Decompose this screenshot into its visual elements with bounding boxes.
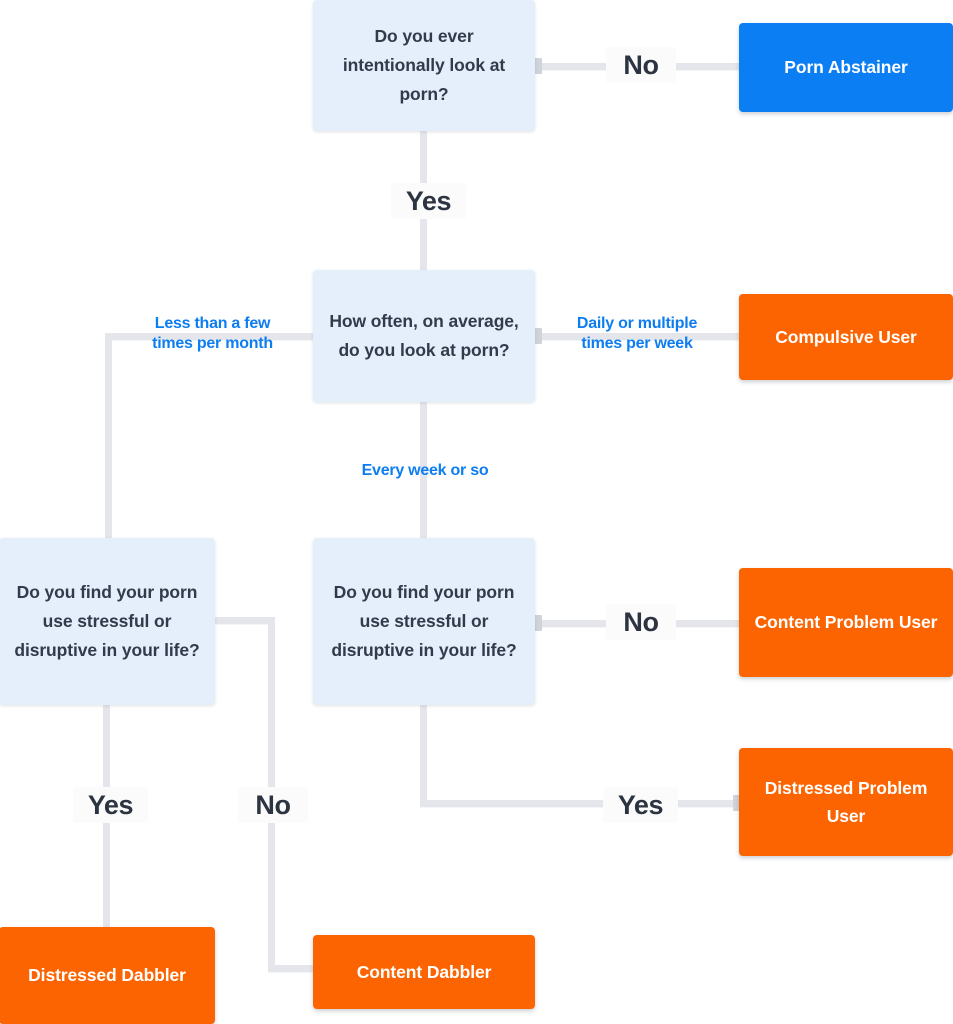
connector-frequency-low-vertical bbox=[105, 333, 112, 538]
node-text: Distressed Dabbler bbox=[28, 965, 186, 986]
connector-nub-content-problem bbox=[533, 615, 542, 631]
connector-left-no-seg2 bbox=[268, 617, 275, 968]
node-outcome-content-problem-user[interactable]: Content Problem User bbox=[739, 568, 953, 677]
connector-left-no-seg3 bbox=[268, 965, 322, 972]
node-outcome-compulsive-user[interactable]: Compulsive User bbox=[739, 294, 953, 380]
node-text: Do you ever intentionally look at porn? bbox=[342, 26, 506, 104]
connector-frequency-mid bbox=[420, 402, 427, 538]
edge-label-line-1: Daily or multiple bbox=[576, 314, 698, 332]
node-question-look-at-porn[interactable]: Do you ever intentionally look at porn? bbox=[313, 0, 535, 131]
connector-frequency-low-horizontal bbox=[105, 333, 315, 340]
connector-nub-distressed-problem bbox=[733, 795, 742, 811]
connector-nub-abstainer bbox=[533, 58, 542, 74]
node-text: Do you find your porn use stressful or d… bbox=[14, 582, 200, 660]
node-question-how-often[interactable]: How often, on average, do you look at po… bbox=[313, 270, 535, 402]
node-text: Distressed Problem User bbox=[764, 777, 928, 826]
connector-left-no-seg1 bbox=[215, 617, 275, 624]
node-text: Content Problem User bbox=[754, 612, 938, 633]
node-outcome-distressed-dabbler[interactable]: Distressed Dabbler bbox=[0, 927, 215, 1024]
node-outcome-distressed-problem-user[interactable]: Distressed Problem User bbox=[739, 748, 953, 856]
node-text: Porn Abstainer bbox=[784, 57, 908, 78]
connector-left-yes bbox=[103, 705, 110, 927]
connector-mid-yes-horizontal bbox=[420, 800, 740, 807]
edge-label-look-yes: Yes bbox=[391, 183, 466, 219]
node-outcome-porn-abstainer[interactable]: Porn Abstainer bbox=[739, 23, 953, 112]
edge-label-left-yes: Yes bbox=[73, 787, 148, 823]
edge-label-line-1: Less than a few bbox=[154, 314, 271, 332]
connector-mid-no bbox=[535, 620, 740, 627]
connector-nub-compulsive bbox=[533, 328, 542, 344]
node-text: Do you find your porn use stressful or d… bbox=[331, 582, 517, 660]
node-text: Content Dabbler bbox=[356, 961, 492, 982]
node-question-stressful-mid[interactable]: Do you find your porn use stressful or d… bbox=[313, 538, 535, 705]
node-outcome-content-dabbler[interactable]: Content Dabbler bbox=[313, 935, 535, 1009]
connector-look-to-abstainer bbox=[535, 63, 740, 70]
connector-mid-yes-vertical bbox=[420, 705, 427, 804]
node-question-stressful-left[interactable]: Do you find your porn use stressful or d… bbox=[0, 538, 215, 705]
node-text: How often, on average, do you look at po… bbox=[329, 311, 519, 360]
connector-frequency-high bbox=[535, 333, 740, 340]
connector-look-to-frequency bbox=[420, 130, 427, 270]
node-text: Compulsive User bbox=[775, 326, 917, 347]
